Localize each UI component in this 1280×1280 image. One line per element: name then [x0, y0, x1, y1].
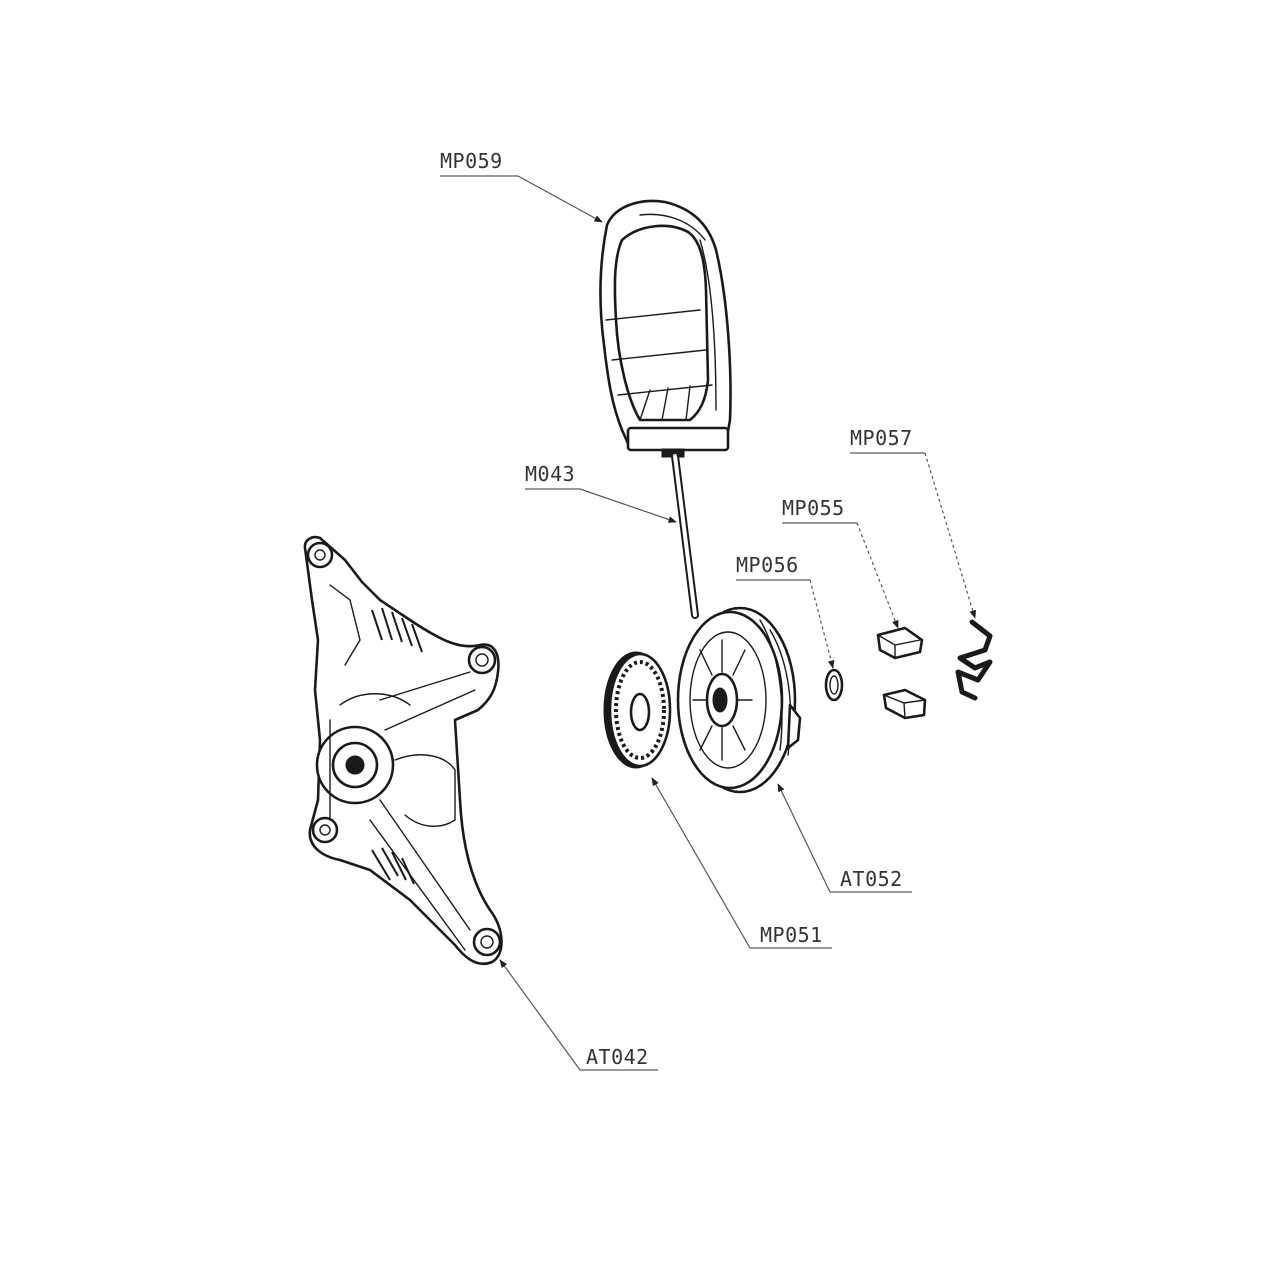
callout-label-mp059: MP059 — [440, 149, 503, 173]
callout-at042: AT042 — [499, 959, 658, 1071]
callout-mp057: MP057 — [850, 426, 977, 619]
callout-at052: AT052 — [777, 783, 912, 893]
callout-mp059: MP059 — [440, 149, 603, 223]
cord-part — [671, 452, 699, 619]
callout-label-mp057: MP057 — [850, 426, 913, 450]
callout-label-mp056: MP056 — [736, 553, 799, 577]
callout-mp051: MP051 — [651, 777, 832, 949]
callout-label-m043: M043 — [525, 462, 575, 486]
handle-part — [599, 199, 732, 458]
callout-mp056: MP056 — [736, 553, 835, 669]
starter-housing-part — [303, 535, 503, 966]
pawl-part-lower — [882, 688, 927, 720]
spring-clip-part — [955, 619, 993, 701]
callout-m043: M043 — [525, 462, 677, 523]
callout-label-mp051: MP051 — [760, 923, 823, 947]
callout-mp055: MP055 — [782, 496, 899, 629]
ring-part — [824, 668, 844, 702]
callout-label-at052: AT052 — [840, 867, 903, 891]
spring-disc-part — [603, 651, 672, 769]
pulley-part — [676, 606, 802, 794]
callout-label-at042: AT042 — [586, 1045, 649, 1069]
pawl-part-upper — [876, 626, 924, 660]
callout-label-mp055: MP055 — [782, 496, 845, 520]
